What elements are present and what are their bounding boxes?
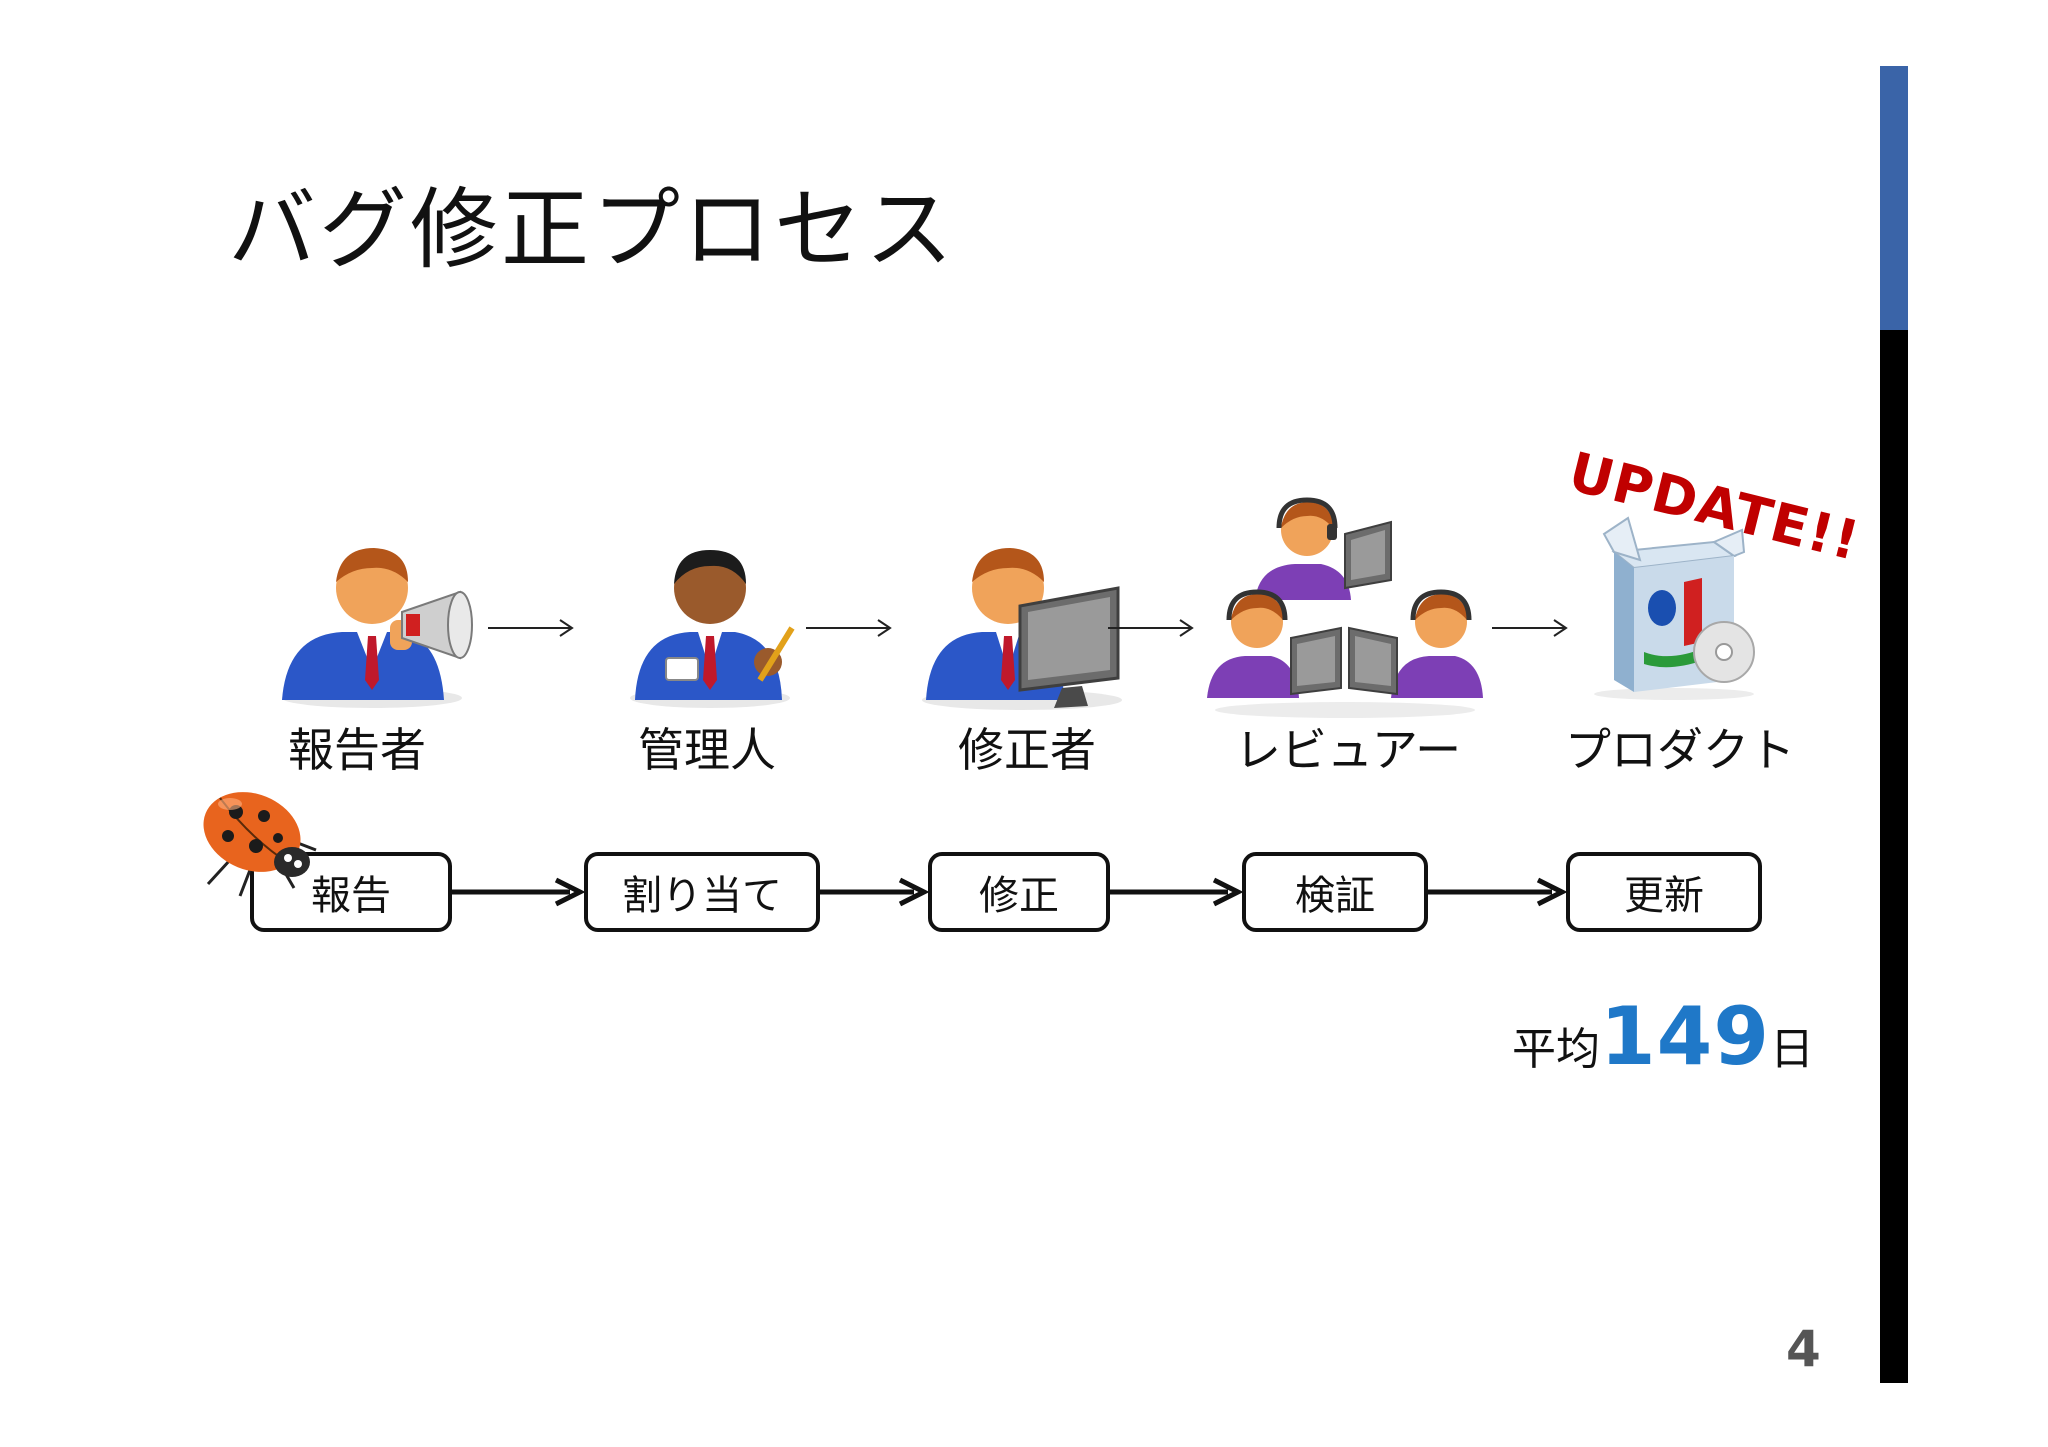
side-bar-accent <box>1880 66 1908 330</box>
role-arrow-1 <box>488 619 574 637</box>
step-verify: 検証 <box>1242 852 1428 932</box>
step-arrow-3 <box>1110 877 1242 907</box>
role-label-reporter: 報告者 <box>288 723 426 777</box>
reporter-megaphone-icon <box>282 548 473 708</box>
page-title: バグ修正プロセス <box>228 178 957 281</box>
average-prefix: 平均 <box>1512 1024 1600 1075</box>
step-arrow-1 <box>452 877 584 907</box>
step-fix: 修正 <box>928 852 1110 932</box>
role-label-product: プロダクト <box>1565 723 1795 777</box>
role-label-developer: 修正者 <box>958 723 1096 777</box>
average-suffix: 日 <box>1770 1024 1814 1075</box>
step-assign: 割り当て <box>584 852 820 932</box>
developer-monitor-icon <box>922 548 1122 710</box>
manager-icon <box>630 550 795 708</box>
step-arrow-4 <box>1428 877 1566 907</box>
role-arrow-2 <box>806 619 892 637</box>
average-days: 平均149日 <box>1512 990 1814 1083</box>
step-arrow-2 <box>820 877 928 907</box>
average-value: 149 <box>1600 990 1770 1083</box>
role-label-reviewer: レビュアー <box>1234 723 1462 777</box>
reviewers-group-icon <box>1207 497 1483 718</box>
ladybug-icon <box>203 792 317 897</box>
product-box-icon <box>1594 516 1755 700</box>
page-number: 4 <box>1786 1320 1821 1378</box>
step-update: 更新 <box>1566 852 1762 932</box>
role-arrow-4 <box>1492 619 1568 637</box>
side-bar-dark <box>1880 330 1908 1383</box>
role-arrow-3 <box>1108 619 1194 637</box>
role-label-manager: 管理人 <box>638 723 776 777</box>
